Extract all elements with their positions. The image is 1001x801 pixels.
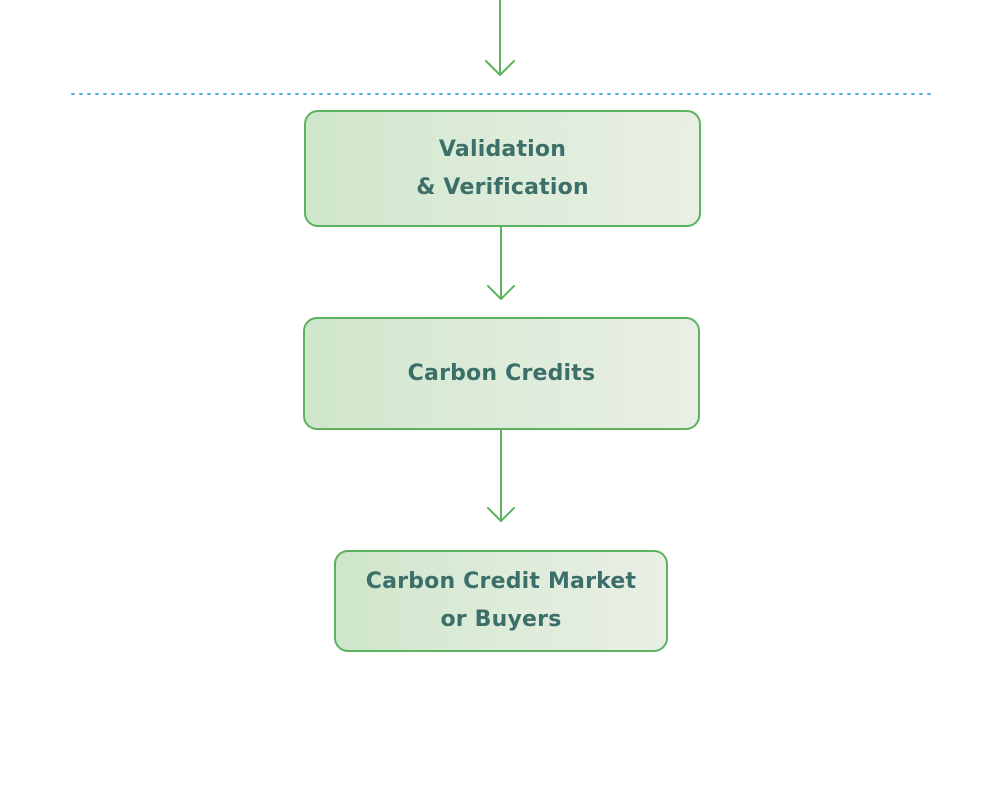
node-carbon-credit-market: Carbon Credit Market or Buyers xyxy=(334,550,668,652)
node-validation-verification: Validation & Verification xyxy=(304,110,701,227)
node-market-line-1: Carbon Credit Market xyxy=(365,569,637,594)
node-validation-line-1: Validation xyxy=(438,136,567,162)
node-carbon-credits: Carbon Credits xyxy=(303,317,700,430)
node-validation-line-2: & Verification xyxy=(416,174,589,200)
arrow-credits-to-market xyxy=(487,429,515,522)
arrow-validation-to-credits xyxy=(487,226,515,300)
node-credits-line-1: Carbon Credits xyxy=(407,360,596,386)
arrow-incoming xyxy=(485,0,515,76)
node-market-line-2: or Buyers xyxy=(440,607,562,632)
